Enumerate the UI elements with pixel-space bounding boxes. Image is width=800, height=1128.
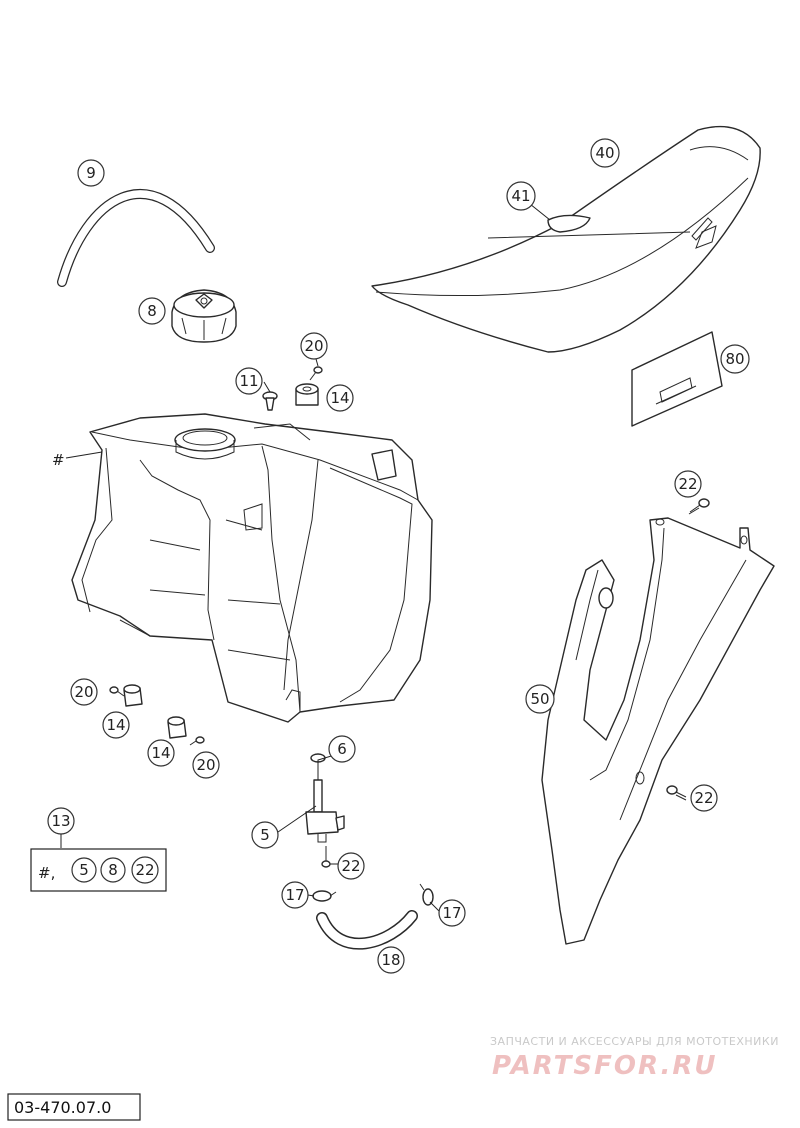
part-9-hose	[57, 189, 215, 287]
svg-text:5: 5	[79, 861, 89, 879]
kit-box: #, 5 8 22	[30, 834, 167, 892]
svg-text:11: 11	[239, 372, 258, 390]
callout-14-left-upper: 14	[102, 711, 130, 739]
part-14-bushing-left-upper	[123, 684, 143, 707]
callout-50: 50	[525, 684, 555, 714]
svg-text:22: 22	[341, 857, 360, 875]
svg-text:14: 14	[106, 716, 125, 734]
callout-20-left-lower: 20	[192, 751, 220, 779]
svg-text:03-470.07.0: 03-470.07.0	[14, 1098, 111, 1117]
svg-text:8: 8	[147, 302, 157, 320]
svg-text:22: 22	[135, 861, 154, 879]
callout-22-tap: 22	[337, 852, 365, 880]
fuel-tank	[71, 413, 433, 723]
svg-text:80: 80	[725, 350, 744, 368]
svg-text:20: 20	[304, 337, 323, 355]
callout-17-right: 17	[438, 899, 466, 927]
kit-box-hash: #,	[38, 864, 55, 882]
part-22-screw-panel-bottom	[666, 785, 687, 801]
callout-40: 40	[590, 138, 620, 168]
part-22-screw-panel-top	[688, 498, 710, 515]
callout-5: 5	[251, 821, 279, 849]
part-11-screw	[262, 391, 278, 411]
svg-text:6: 6	[337, 740, 347, 758]
part-17-clamp-left	[312, 890, 337, 902]
svg-text:41: 41	[511, 187, 530, 205]
svg-text:17: 17	[442, 904, 461, 922]
part-80-decal	[631, 331, 723, 427]
callout-14-top: 14	[326, 384, 354, 412]
watermark-tagline: ЗАПЧАСТИ И АКСЕССУАРЫ ДЛЯ МОТОТЕХНИКИ	[490, 1035, 779, 1048]
part-20-bolt-left-lower	[189, 736, 205, 746]
svg-text:5: 5	[260, 826, 270, 844]
svg-text:14: 14	[151, 744, 170, 762]
kit-item-8: 8	[100, 857, 126, 883]
part-20-bolt-top	[309, 366, 323, 381]
callout-20-left: 20	[70, 678, 98, 706]
kit-item-5: 5	[71, 857, 97, 883]
callout-6: 6	[328, 735, 356, 763]
part-8-fuel-cap	[171, 289, 237, 343]
svg-text:14: 14	[330, 389, 349, 407]
part-41-seat-pad	[547, 214, 591, 233]
svg-text:22: 22	[694, 789, 713, 807]
callout-17-left: 17	[281, 881, 309, 909]
part-14-bushing-left-lower	[167, 716, 187, 739]
callout-80: 80	[720, 344, 750, 374]
callout-20-top: 20	[300, 332, 328, 360]
callout-18: 18	[377, 946, 405, 974]
callout-14-left-lower: 14	[147, 739, 175, 767]
svg-text:13: 13	[51, 812, 70, 830]
svg-text:22: 22	[678, 475, 697, 493]
kit-item-22: 22	[131, 856, 159, 884]
callout-22-top-right: 22	[674, 470, 702, 498]
callout-9: 9	[77, 159, 105, 187]
part-40-seat	[371, 125, 761, 353]
watermark-logo: PARTSFOR.RU	[492, 1051, 717, 1081]
svg-text:8: 8	[108, 861, 118, 879]
part-14-bushing-top	[295, 383, 319, 406]
callout-41: 41	[506, 181, 536, 211]
diagram-code: 03-470.07.0	[7, 1093, 141, 1121]
callout-13: 13	[47, 807, 75, 835]
svg-text:20: 20	[196, 756, 215, 774]
callout-8: 8	[138, 297, 166, 325]
callout-22-panel: 22	[690, 784, 718, 812]
part-18-fuel-hose	[316, 910, 418, 950]
callout-11: 11	[235, 367, 263, 395]
tank-hash-label: #	[52, 451, 65, 469]
part-22-screw-tap	[321, 846, 331, 868]
svg-text:50: 50	[530, 690, 549, 708]
part-20-bolt-left	[109, 686, 125, 697]
part-50-side-panel	[541, 517, 775, 945]
part-5-fuel-tap	[305, 779, 345, 843]
svg-text:18: 18	[381, 951, 400, 969]
svg-text:17: 17	[285, 886, 304, 904]
svg-text:9: 9	[86, 164, 96, 182]
svg-text:40: 40	[595, 144, 614, 162]
svg-text:20: 20	[74, 683, 93, 701]
part-17-clamp-right	[419, 883, 434, 906]
